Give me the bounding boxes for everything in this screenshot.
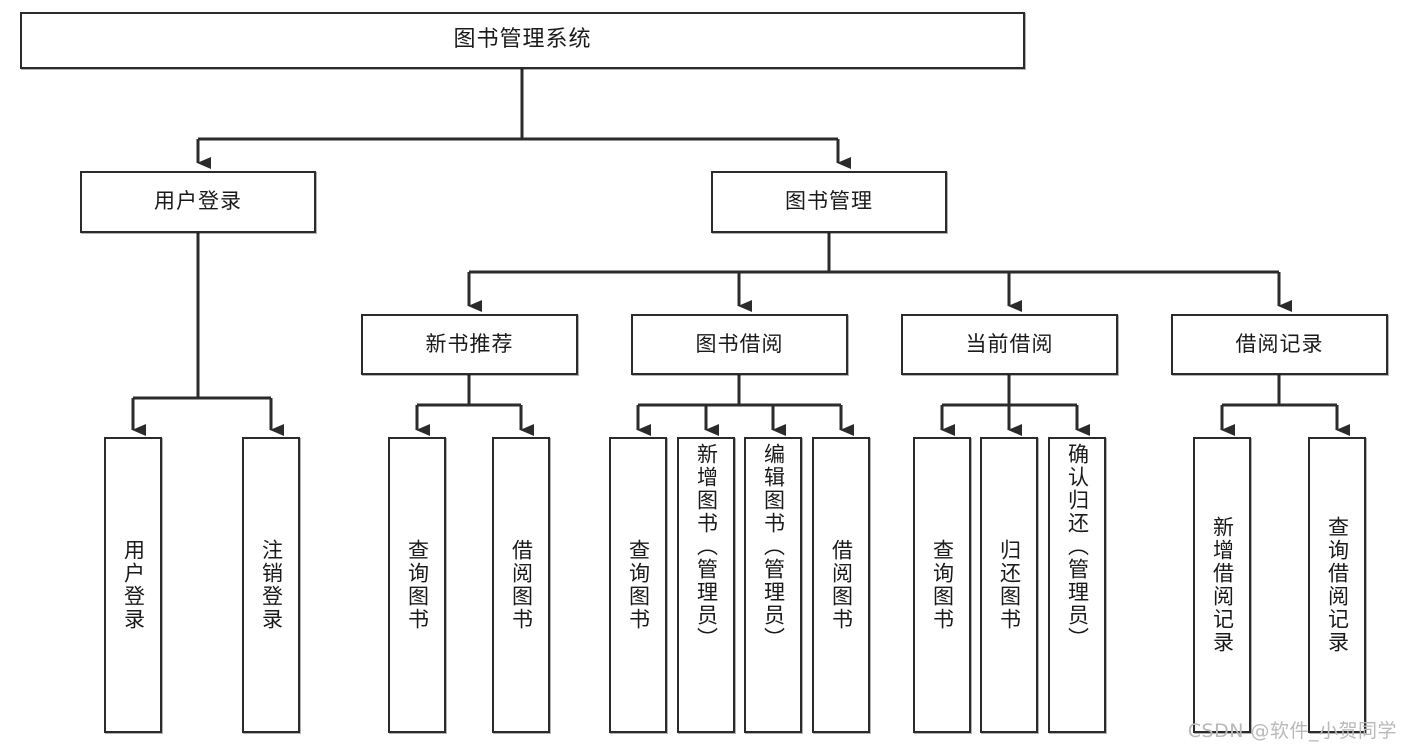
leaf-bookborrow-edit-book-admin[interactable]: 编辑图书（管理员） xyxy=(744,437,802,733)
node-label: 借阅记录 xyxy=(1235,331,1324,356)
leaf-label: 借阅图书 xyxy=(509,539,534,631)
leaf-currentborrow-return-book[interactable]: 归还图书 xyxy=(980,437,1038,733)
leaf-currentborrow-query-book[interactable]: 查询图书 xyxy=(913,437,971,733)
leaf-label: 注销登录 xyxy=(259,539,284,631)
node-label: 图书管理 xyxy=(785,189,873,214)
leaf-label: 编辑图书（管理员） xyxy=(761,443,786,650)
leaf-label: 查询图书 xyxy=(930,539,955,631)
leaf-currentborrow-confirm-return-admin[interactable]: 确认归还（管理员） xyxy=(1048,437,1106,733)
leaf-newbook-borrow-book[interactable]: 借阅图书 xyxy=(492,437,550,733)
leaf-label: 新增借阅记录 xyxy=(1210,516,1235,654)
leaf-bookborrow-query-book[interactable]: 查询图书 xyxy=(609,437,667,733)
leaf-bookborrow-borrow-book[interactable]: 借阅图书 xyxy=(812,437,870,733)
leaf-bookborrow-add-book-admin[interactable]: 新增图书（管理员） xyxy=(677,437,735,733)
node-borrow-record[interactable]: 借阅记录 xyxy=(1171,314,1388,375)
leaf-label: 借阅图书 xyxy=(829,539,854,631)
leaf-newbook-query-book[interactable]: 查询图书 xyxy=(388,437,446,733)
leaf-borrowrecord-query-record[interactable]: 查询借阅记录 xyxy=(1308,437,1366,733)
leaf-label: 查询借阅记录 xyxy=(1325,516,1350,654)
leaf-label: 用户登录 xyxy=(121,539,146,631)
node-label: 当前借阅 xyxy=(965,331,1054,356)
leaf-label: 归还图书 xyxy=(997,539,1022,631)
leaf-borrowrecord-add-record[interactable]: 新增借阅记录 xyxy=(1193,437,1251,733)
node-book-borrow[interactable]: 图书借阅 xyxy=(631,314,848,375)
node-label: 新书推荐 xyxy=(425,331,514,356)
node-label: 图书管理系统 xyxy=(453,27,592,53)
leaf-user-login[interactable]: 用户登录 xyxy=(104,437,162,733)
leaf-label: 确认归还（管理员） xyxy=(1065,443,1090,650)
leaf-label: 查询图书 xyxy=(405,539,430,631)
node-label: 用户登录 xyxy=(154,189,242,214)
node-book-management[interactable]: 图书管理 xyxy=(711,171,947,233)
leaf-label: 查询图书 xyxy=(626,539,651,631)
leaf-label: 新增图书（管理员） xyxy=(694,443,719,650)
node-user-login[interactable]: 用户登录 xyxy=(80,171,316,233)
node-root-book-management-system[interactable]: 图书管理系统 xyxy=(20,12,1025,69)
node-current-borrow[interactable]: 当前借阅 xyxy=(901,314,1118,375)
node-label: 图书借阅 xyxy=(695,331,784,356)
leaf-logout[interactable]: 注销登录 xyxy=(242,437,300,733)
node-new-book-recommend[interactable]: 新书推荐 xyxy=(361,314,578,375)
